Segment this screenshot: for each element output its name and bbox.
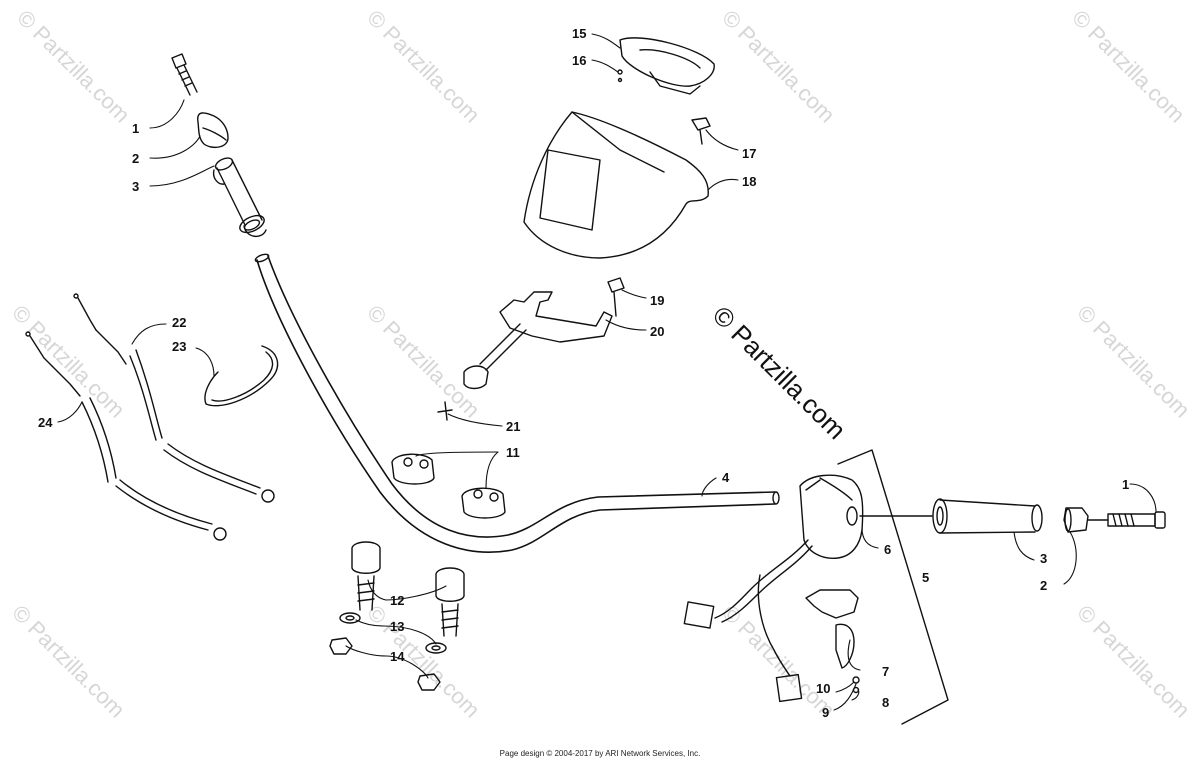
callout-22: 22 [172, 315, 186, 330]
callout-11: 11 [506, 445, 520, 460]
callout-20: 20 [650, 324, 664, 339]
instrument-cover-part[interactable] [523, 111, 709, 259]
callout-23: 23 [172, 339, 186, 354]
callout-6: 6 [884, 542, 891, 557]
switch-housing-part[interactable] [799, 474, 864, 559]
callout-labels: 1 2 3 4 5 6 7 8 9 10 11 12 13 14 15 16 1… [38, 26, 1129, 720]
handlebar-part[interactable] [254, 253, 780, 553]
callout-19: 19 [650, 293, 664, 308]
bolt-part[interactable] [607, 277, 625, 317]
wiring-harness-part[interactable] [683, 539, 813, 703]
right-grip-part[interactable] [859, 498, 1043, 534]
riser-clamp-upper-part[interactable] [391, 453, 435, 485]
callout-1-right: 1 [1122, 477, 1129, 492]
right-bolt-part[interactable] [1087, 511, 1166, 529]
callout-16: 16 [572, 53, 586, 68]
cable-clip-part[interactable] [204, 345, 279, 407]
callout-24: 24 [38, 415, 53, 430]
switch-lever-part[interactable] [805, 589, 860, 694]
nut-part[interactable] [329, 637, 441, 691]
callout-12: 12 [390, 593, 404, 608]
callout-14: 14 [390, 649, 405, 664]
callout-9: 9 [822, 705, 829, 720]
callout-2: 2 [132, 151, 139, 166]
screw-part[interactable] [691, 117, 711, 145]
screw-part[interactable] [437, 401, 453, 421]
riser-clamp-lower-part[interactable] [461, 487, 506, 519]
callout-13: 13 [390, 619, 404, 634]
callout-21: 21 [506, 419, 520, 434]
leader-lines [57, 33, 1157, 711]
riser-left-part[interactable] [351, 541, 381, 611]
callout-5: 5 [922, 570, 929, 585]
throttle-cable-part[interactable] [73, 293, 275, 503]
callout-3-right: 3 [1040, 551, 1047, 566]
callout-7: 7 [882, 664, 889, 679]
riser-right-part[interactable] [435, 567, 465, 637]
callout-1: 1 [132, 121, 139, 136]
mounting-bracket-part[interactable] [463, 291, 613, 390]
callout-15: 15 [572, 26, 586, 41]
callout-10: 10 [816, 681, 830, 696]
callout-8: 8 [882, 695, 889, 710]
instrument-gauge-part[interactable] [617, 37, 715, 95]
left-bolt-part[interactable] [171, 53, 198, 96]
callout-17: 17 [742, 146, 756, 161]
right-end-cap-part[interactable] [1063, 507, 1089, 533]
left-grip-part[interactable] [212, 156, 267, 237]
brake-cable-part[interactable] [25, 331, 227, 541]
callout-3: 3 [132, 179, 139, 194]
footer-credit: Page design © 2004-2017 by ARI Network S… [499, 749, 701, 758]
left-end-cap-part[interactable] [197, 112, 229, 149]
callout-18: 18 [742, 174, 756, 189]
callout-2-right: 2 [1040, 578, 1047, 593]
callout-4: 4 [722, 470, 730, 485]
group-bracket-line [837, 449, 949, 725]
